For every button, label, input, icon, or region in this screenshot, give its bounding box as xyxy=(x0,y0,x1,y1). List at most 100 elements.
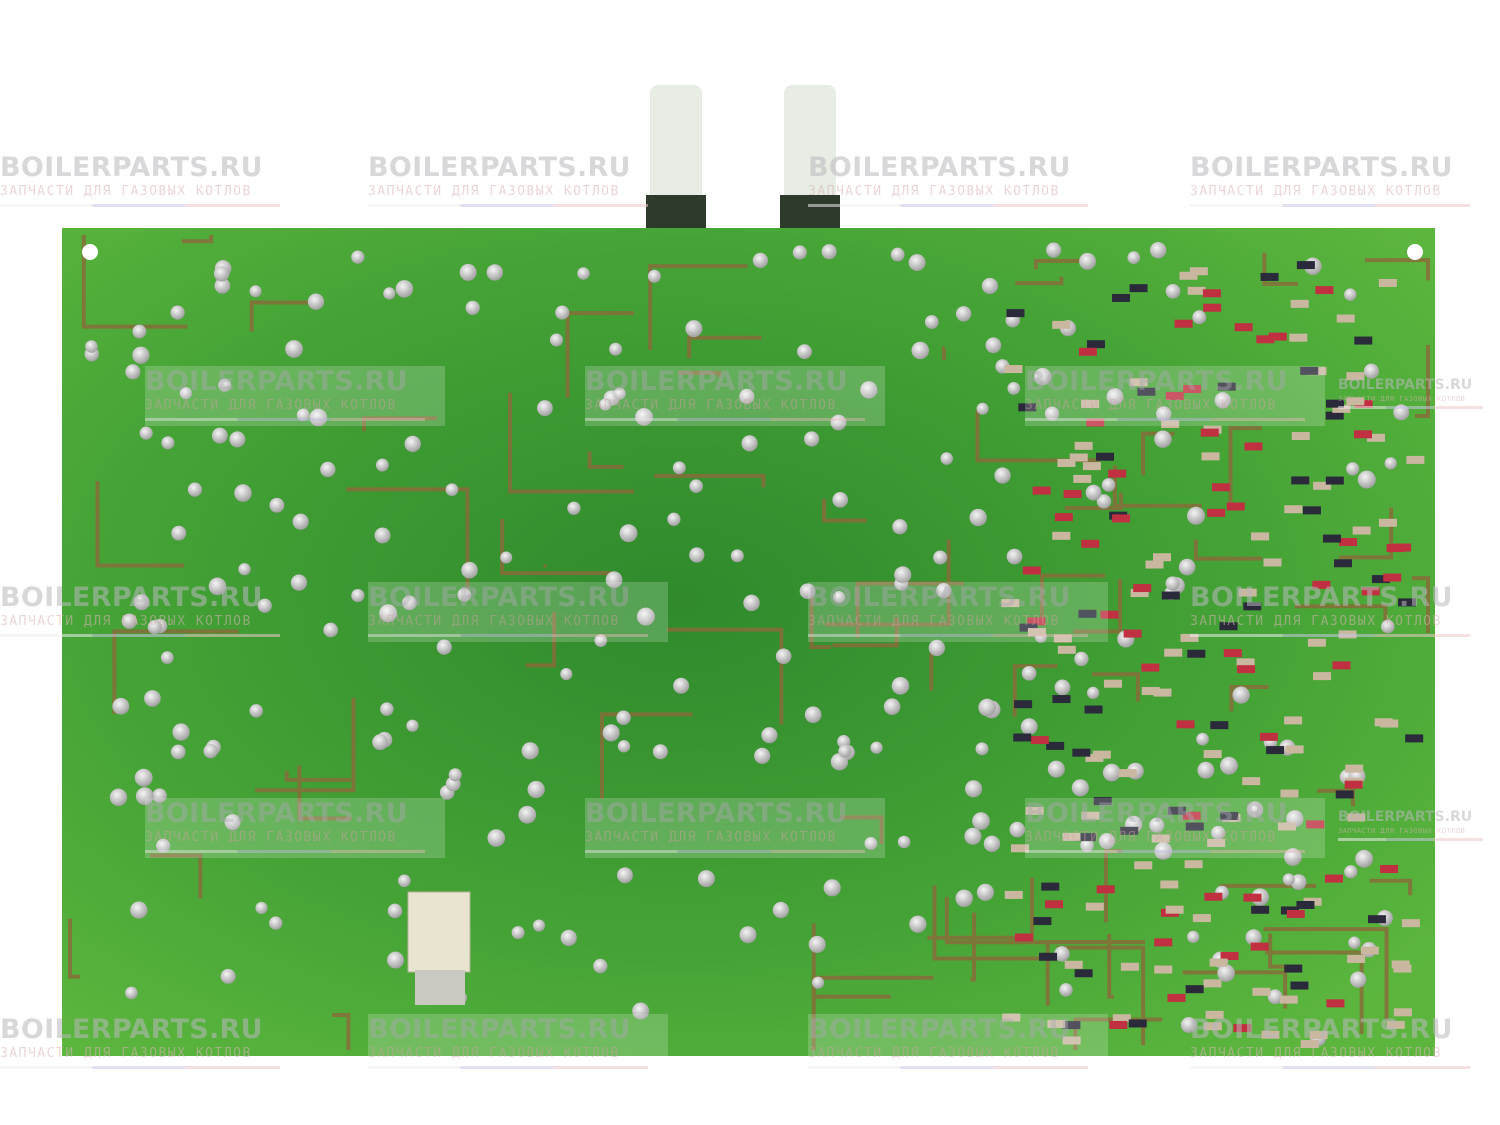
smd-component xyxy=(1226,502,1245,511)
smd-component xyxy=(1345,764,1364,773)
solder-pad xyxy=(821,244,837,260)
trace xyxy=(1012,664,1058,717)
solder-pad xyxy=(1149,817,1165,833)
smd-component xyxy=(1025,806,1044,815)
solder-pad xyxy=(976,402,989,415)
smd-component xyxy=(1284,505,1303,514)
watermark-bar xyxy=(0,1066,280,1069)
smd-component xyxy=(1082,462,1101,471)
watermark-tagline: ЗАПЧАСТИ ДЛЯ ГАЗОВЫХ КОТЛОВ xyxy=(368,614,620,629)
solder-pad xyxy=(593,958,608,974)
smd-component xyxy=(1123,629,1142,638)
smd-component xyxy=(1263,558,1282,567)
smd-component xyxy=(1332,661,1351,670)
smd-component xyxy=(1185,822,1204,831)
smd-component xyxy=(1073,474,1092,483)
solder-pad xyxy=(461,561,478,579)
solder-pad xyxy=(994,467,1011,484)
solder-pad xyxy=(249,704,263,718)
solder-pad xyxy=(823,879,841,897)
smd-component xyxy=(1236,658,1255,667)
solder-pad xyxy=(594,634,608,647)
smd-component xyxy=(1205,1010,1224,1019)
watermark-brand: BOILERPARTS.RU xyxy=(368,152,631,183)
smd-component xyxy=(1315,286,1334,295)
smd-component xyxy=(1353,430,1372,439)
solder-pad xyxy=(1344,288,1357,301)
smd-component xyxy=(1095,452,1114,461)
smd-component xyxy=(1062,1036,1081,1045)
watermark-tagline: ЗАПЧАСТИ ДЛЯ ГАЗОВЫХ КОТЛОВ xyxy=(0,1046,252,1061)
solder-pad xyxy=(132,346,150,364)
solder-pad xyxy=(459,263,477,281)
solder-pad xyxy=(1363,363,1379,379)
solder-pad xyxy=(613,387,626,400)
smd-component xyxy=(1290,299,1309,308)
trace xyxy=(1193,539,1263,561)
trace xyxy=(941,346,946,360)
smd-component xyxy=(1251,532,1270,541)
smd-component xyxy=(1346,372,1365,381)
solder-pad xyxy=(1059,983,1073,997)
solder-pad xyxy=(1165,283,1181,299)
smd-component xyxy=(1237,665,1256,674)
smd-component xyxy=(1001,599,1020,608)
solder-pad xyxy=(383,287,396,300)
smd-component xyxy=(1174,319,1193,328)
trace xyxy=(648,264,748,350)
smd-component xyxy=(1383,573,1402,582)
watermark-brand: BOILERPARTS.RU xyxy=(1190,152,1453,183)
solder-pad xyxy=(1217,964,1235,982)
solder-pad xyxy=(560,668,573,681)
smd-component xyxy=(1300,1039,1319,1048)
solder-pad xyxy=(832,492,849,508)
solder-pad xyxy=(1096,494,1112,509)
solder-pad xyxy=(1106,388,1124,405)
solder-pad xyxy=(685,320,703,338)
smd-component xyxy=(1324,874,1343,883)
smd-component xyxy=(1326,999,1345,1008)
smd-component xyxy=(1141,687,1160,696)
smd-component xyxy=(1207,838,1226,847)
watermark-bar xyxy=(145,418,425,421)
solder-pad xyxy=(752,252,769,268)
solder-pad xyxy=(933,550,948,565)
trace xyxy=(112,629,239,715)
solder-pad xyxy=(739,388,755,404)
smd-component xyxy=(1179,271,1198,280)
smd-component xyxy=(1334,559,1353,568)
watermark-tagline: ЗАПЧАСТИ ДЛЯ ГАЗОВЫХ КОТЛОВ xyxy=(585,830,837,845)
smd-component xyxy=(1203,750,1222,759)
smd-component xyxy=(1120,826,1139,835)
trace xyxy=(1033,258,1087,270)
solder-pad xyxy=(518,805,537,824)
watermark-brand: BOILERPARTS.RU xyxy=(1338,809,1473,825)
watermark-bar xyxy=(368,204,648,207)
watermark-brand: BOILERPARTS.RU xyxy=(1190,1014,1453,1045)
solder-pad xyxy=(1098,833,1116,850)
solder-pad xyxy=(187,482,202,497)
smd-component xyxy=(1378,518,1397,527)
smd-component xyxy=(1220,811,1239,820)
smd-component xyxy=(1164,648,1183,657)
solder-pad xyxy=(981,277,999,295)
smd-component xyxy=(1027,628,1046,637)
trace xyxy=(825,539,951,627)
smd-component xyxy=(1045,900,1064,909)
solder-pad xyxy=(635,408,653,426)
trace xyxy=(587,451,624,469)
smd-component xyxy=(1141,663,1160,672)
solder-pad xyxy=(130,901,148,919)
solder-pad xyxy=(808,935,826,953)
smd-component xyxy=(1374,718,1393,727)
trace xyxy=(1414,344,1430,419)
mounting-hole xyxy=(82,244,98,260)
smd-component xyxy=(1064,960,1083,969)
trace xyxy=(543,563,548,568)
smd-component xyxy=(1360,946,1379,955)
solder-pad xyxy=(1211,825,1226,840)
